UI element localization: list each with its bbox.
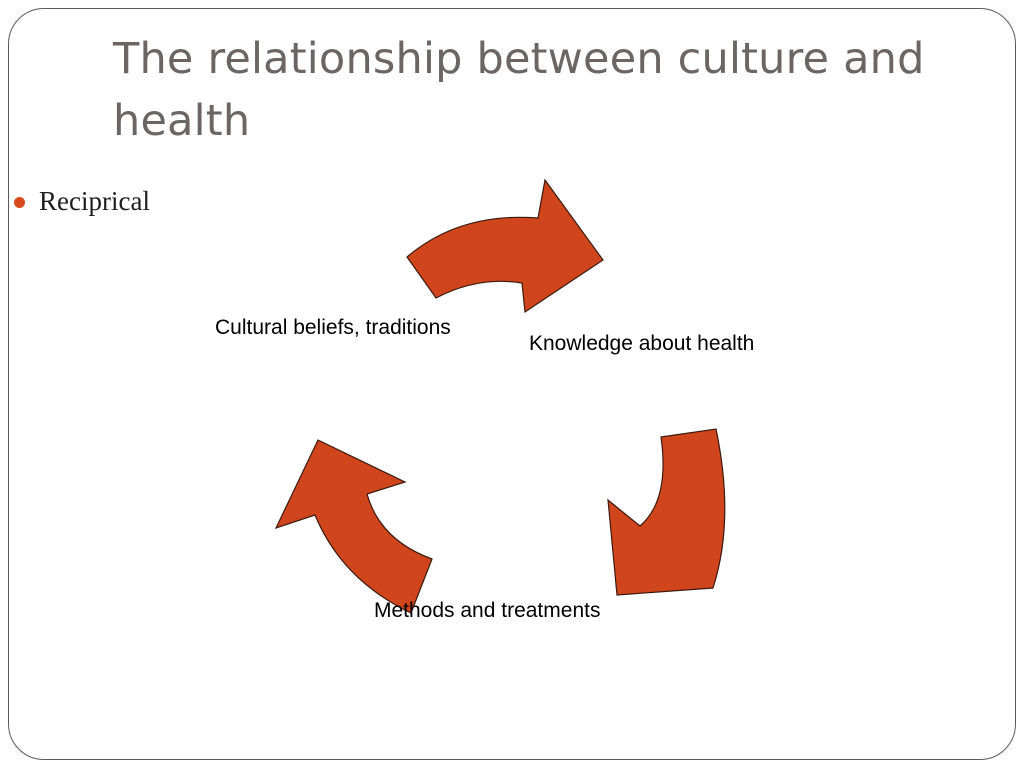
slide-frame xyxy=(8,8,1016,760)
bullet-dot-icon xyxy=(14,197,25,208)
arrow-methods-to-cultural-icon xyxy=(274,439,433,614)
slide-title: The relationship between culture and hea… xyxy=(113,34,925,146)
node-label-methods-and-treatments: Methods and treatments xyxy=(374,599,601,622)
node-label-knowledge-about-health: Knowledge about health xyxy=(529,332,755,355)
node-label-cultural-beliefs: Cultural beliefs, traditions xyxy=(215,316,451,339)
bullet-list: Reciprical xyxy=(14,186,150,217)
arrow-knowledge-to-methods-icon xyxy=(607,428,726,596)
arrow-cultural-to-knowledge-icon xyxy=(406,178,604,314)
bullet-text: Reciprical xyxy=(39,186,150,216)
bullet-item: Reciprical xyxy=(14,186,150,217)
